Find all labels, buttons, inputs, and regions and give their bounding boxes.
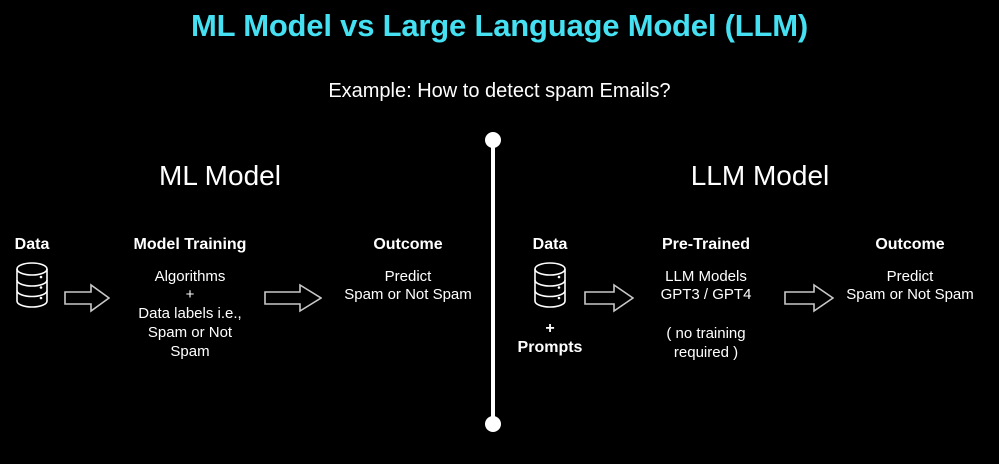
llm-outcome-body: Predict Spam or Not Spam (824, 268, 996, 306)
ml-outcome-body: Predict Spam or Not Spam (318, 268, 498, 306)
llm-outcome-line-2: Spam or Not Spam (846, 286, 974, 304)
llm-stage-outcome: Outcome Predict Spam or Not Spam (824, 236, 996, 305)
ml-stage-data: Data (0, 236, 64, 309)
llm-pretrained-body: LLM Models GPT3 / GPT4 (632, 268, 780, 306)
database-icon (16, 261, 48, 308)
llm-stage-data: Data + Prompts (512, 236, 588, 357)
panel-heading-llm: LLM Model (690, 160, 830, 191)
llm-pretrained-line-2: GPT3 / GPT4 (660, 286, 752, 304)
ml-training-line-3: Data labels i.e., (138, 305, 242, 323)
ml-training-body: Algorithms + Data labels i.e., Spam or N… (104, 268, 276, 362)
divider-line (491, 140, 495, 425)
llm-data-plus: + (545, 319, 555, 337)
llm-pretrained-note-line-1: ( no training (666, 325, 746, 343)
arrow-right-icon (64, 283, 110, 313)
arrow-right-icon (264, 283, 322, 313)
ml-training-title: Model Training (133, 236, 247, 253)
ml-stage-outcome: Outcome Predict Spam or Not Spam (318, 236, 498, 305)
ml-stage-model-training: Model Training Algorithms + Data labels … (104, 236, 276, 361)
llm-outcome-line-1: Predict (886, 267, 934, 285)
llm-stage-pre-trained: Pre-Trained LLM Models GPT3 / GPT4 ( no … (632, 236, 780, 363)
ml-training-line-2: + (185, 286, 195, 304)
database-icon (534, 261, 566, 308)
llm-pretrained-title: Pre-Trained (661, 236, 751, 253)
page-title: ML Model vs Large Language Model (LLM) (190, 8, 809, 43)
llm-pretrained-line-1: LLM Models (665, 267, 747, 285)
ml-training-line-5: Spam (170, 342, 210, 360)
arrow-right-icon (784, 283, 834, 313)
page-subtitle: Example: How to detect spam Emails? (328, 80, 671, 102)
llm-pretrained-note: ( no training required ) (632, 325, 780, 363)
divider-dot-bottom (485, 416, 501, 432)
llm-pretrained-note-line-2: required ) (673, 343, 739, 361)
llm-data-title: Data (532, 236, 568, 253)
ml-outcome-line-1: Predict (384, 267, 432, 285)
panel-heading-ml: ML Model (159, 160, 281, 191)
llm-data-prompts: Prompts (517, 339, 583, 357)
ml-outcome-line-2: Spam or Not Spam (344, 286, 472, 304)
ml-training-line-4: Spam or Not (147, 323, 233, 341)
ml-outcome-title: Outcome (373, 236, 443, 253)
llm-outcome-title: Outcome (875, 236, 945, 253)
ml-training-line-1: Algorithms (154, 267, 226, 285)
arrow-right-icon (584, 283, 634, 313)
ml-data-title: Data (14, 236, 50, 253)
